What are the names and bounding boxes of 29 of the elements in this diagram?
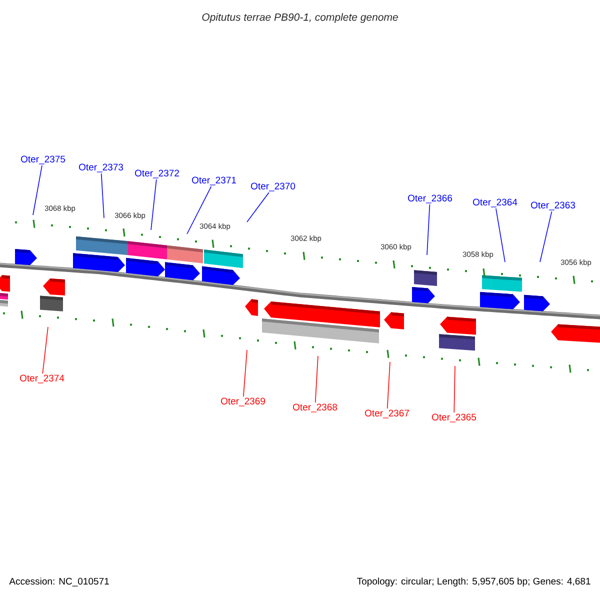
leader-line [454,366,456,413]
leader-line [243,350,248,397]
leader-line [496,208,506,262]
leader-line [314,356,318,403]
gene-label: Oter_2370 [251,182,296,192]
gene-label: Oter_2366 [408,194,452,204]
gene-label: Oter_2373 [79,164,124,172]
leader-line [540,211,552,262]
gene-label: Oter_2364 [473,198,518,208]
gene-label: Oter_2375 [21,156,66,164]
accession-text: Accession: NC_010571 [9,578,109,586]
gene-label: Oter_2369 [221,398,265,406]
gene-label: Oter_2363 [531,202,576,210]
leader-line [32,165,42,216]
gene-label: Oter_2374 [20,374,64,384]
leader-line [426,204,430,256]
leader-line [186,186,212,234]
genome-summary-text: Topology: circular; Length: 5,957,605 bp; Genes: 4,681 [357,578,590,586]
leader-line [42,326,48,374]
title: Opitutus terrae PB90-1, complete genome [202,13,398,23]
leader-line [246,192,270,222]
gene-label: Oter_2371 [192,176,236,186]
gene-label: Oter_2372 [135,170,179,178]
leader-line [100,173,104,218]
gene-label: Oter_2365 [432,414,476,422]
leader-line [150,179,157,230]
gene-label: Oter_2367 [365,410,409,418]
leader-line [386,362,390,409]
gene-label: Oter_2368 [293,404,338,412]
